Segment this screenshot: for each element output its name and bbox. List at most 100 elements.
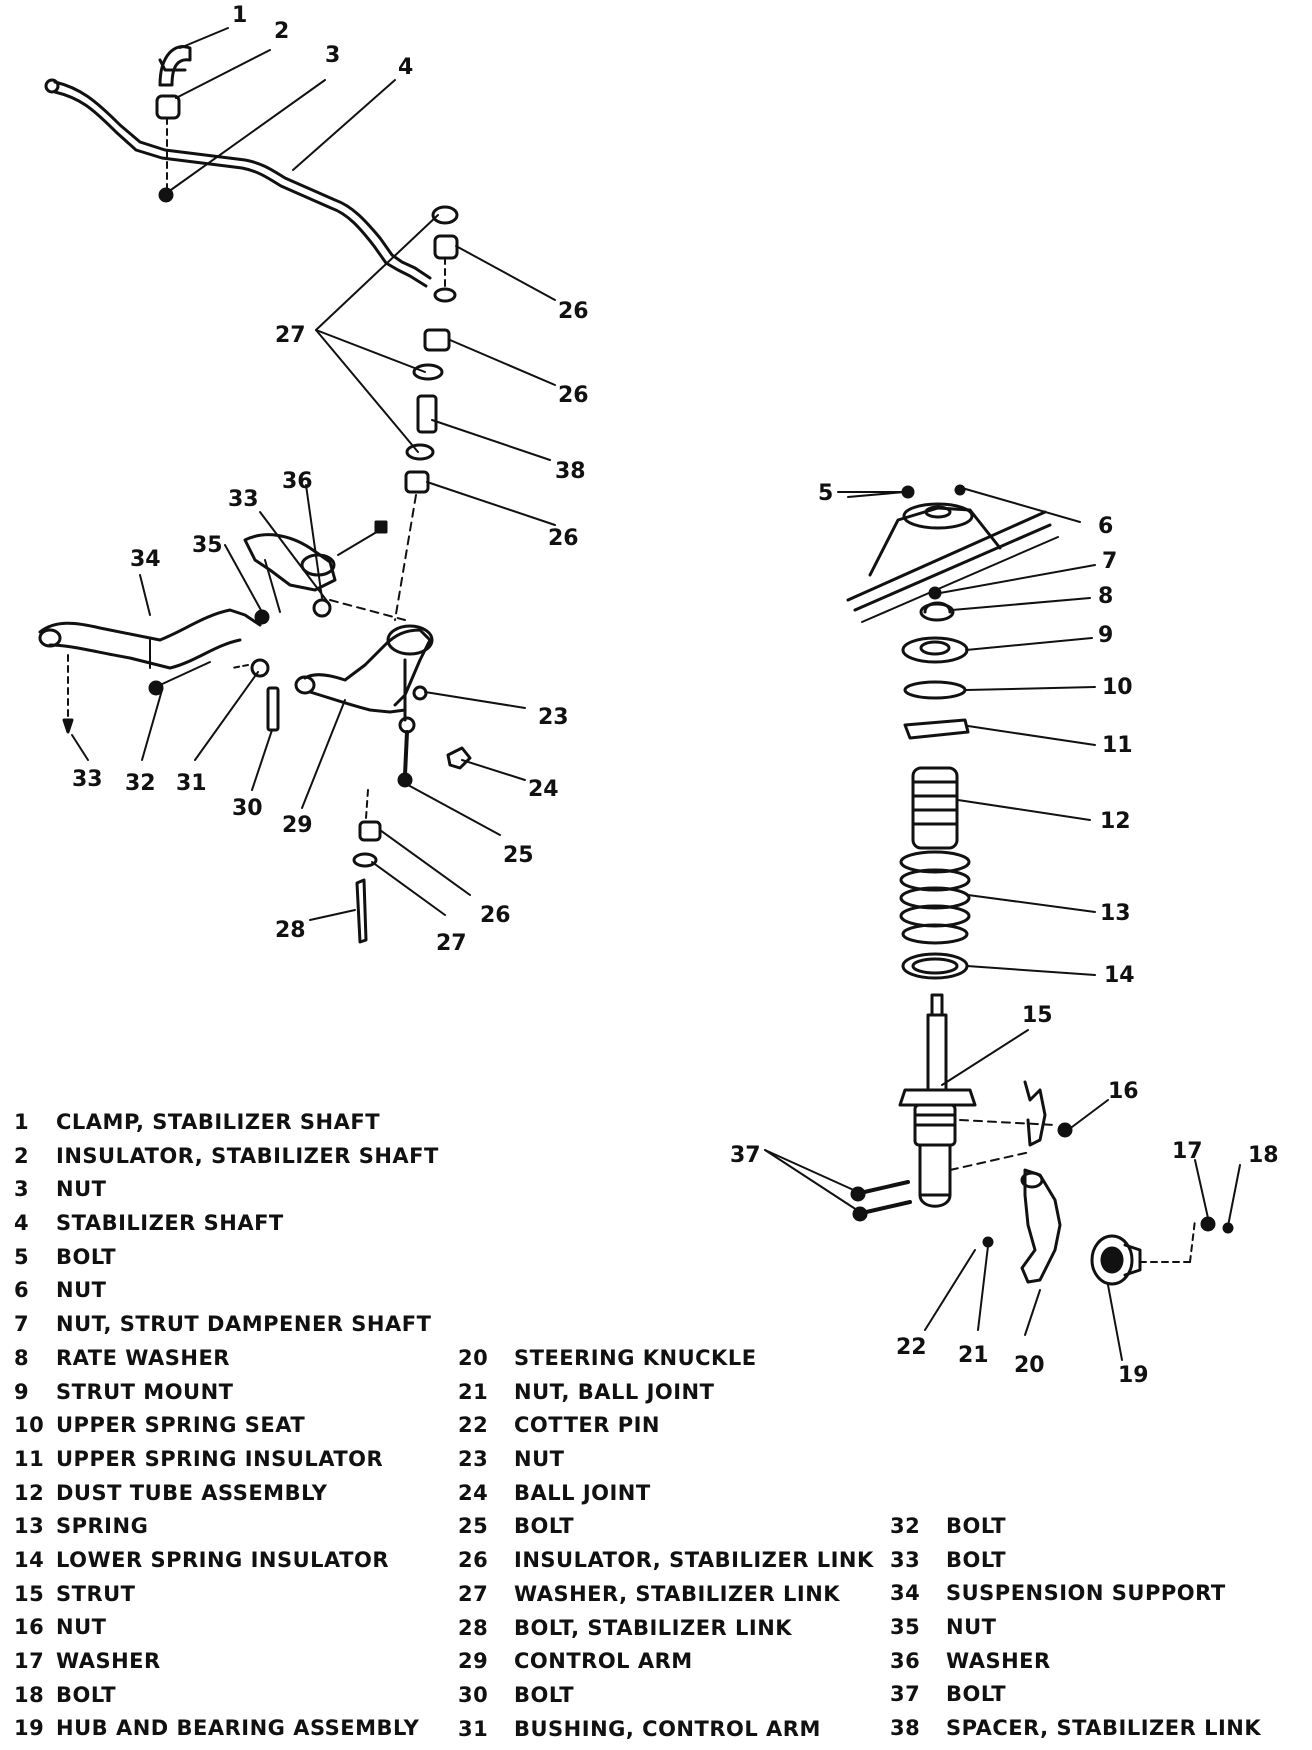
legend-number: 22 (458, 1413, 489, 1438)
legend-number: 29 (458, 1649, 489, 1674)
lower-spring-insulator-14 (901, 952, 969, 980)
callout-13: 13 (1100, 901, 1131, 926)
upper-spring-seat-10 (903, 680, 967, 700)
legend-label: CLAMP, STABILIZER SHAFT (56, 1110, 381, 1134)
legend-item: 31 BUSHING, CONTROL ARM (458, 1717, 874, 1750)
legend-number: 33 (890, 1547, 921, 1572)
ball-joint-24 (446, 746, 472, 770)
cotter-pin-21 (982, 1236, 994, 1248)
steering-knuckle-20 (1020, 1168, 1062, 1284)
legend-label: BOLT (514, 1514, 575, 1539)
legend-number: 37 (890, 1682, 921, 1707)
legend-label: WASHER (56, 1649, 161, 1673)
callout-10: 10 (1102, 675, 1133, 700)
legend-number: 26 (458, 1548, 489, 1573)
legend-number: 3 (14, 1177, 30, 1202)
callout-21: 21 (958, 1343, 989, 1368)
nut-7 (928, 586, 942, 600)
legend-number: 4 (14, 1211, 30, 1236)
legend-number: 32 (890, 1514, 921, 1538)
callout-37: 37 (730, 1143, 761, 1168)
legend-number: 14 (14, 1547, 45, 1572)
legend-label: BUSHING, CONTROL ARM (514, 1716, 821, 1741)
callout-4: 4 (398, 55, 413, 80)
legend-item: 15 STRUT (14, 1582, 439, 1616)
callout-26c: 26 (548, 526, 579, 551)
legend-label: DUST TUBE ASSEMBLY (56, 1480, 328, 1505)
legend-number: 35 (890, 1615, 921, 1640)
legend-number: 8 (14, 1345, 30, 1370)
legend-label: LOWER SPRING INSULATOR (56, 1547, 390, 1572)
callout-numbers: 1 2 3 4 26 27 26 38 26 33 36 34 35 23 24… (72, 3, 1279, 1388)
strut-mount-9 (901, 636, 969, 664)
strut-15 (898, 993, 977, 1208)
legend-number: 38 (890, 1716, 921, 1741)
legend-label: COTTER PIN (514, 1413, 661, 1438)
legend-number: 21 (458, 1379, 489, 1404)
upper-spring-insulator-11 (903, 718, 970, 740)
legend-label: WASHER, STABILIZER LINK (514, 1581, 841, 1606)
callout-26d: 26 (480, 903, 511, 928)
legend-label: BOLT (56, 1244, 117, 1269)
legend-label: BOLT (56, 1682, 117, 1707)
legend-number: 23 (458, 1447, 489, 1472)
legend-label: HUB AND BEARING ASSEMBLY (56, 1716, 420, 1741)
callout-15: 15 (1022, 1003, 1053, 1028)
legend-number: 24 (458, 1480, 489, 1505)
legend-number: 27 (458, 1581, 489, 1606)
legend-number: 31 (458, 1716, 489, 1741)
legend-number: 25 (458, 1514, 489, 1539)
legend-number: 13 (14, 1514, 45, 1539)
legend-label: CONTROL ARM (514, 1649, 693, 1674)
legend-label: NUT (514, 1447, 565, 1472)
legend-item: 1 CLAMP, STABILIZER SHAFT (14, 1110, 439, 1144)
legend-number: 11 (14, 1446, 45, 1471)
bolts-37 (850, 1180, 912, 1222)
legend-label: NUT (56, 1177, 107, 1202)
legend-label: BOLT, STABILIZER LINK (514, 1615, 793, 1640)
legend-number: 18 (14, 1682, 45, 1707)
legend-number: 28 (458, 1615, 489, 1640)
legend-item: 25 BOLT (458, 1514, 874, 1548)
legend-number: 36 (890, 1648, 921, 1673)
callout-17: 17 (1172, 1139, 1203, 1164)
legend-item: 27 WASHER, STABILIZER LINK (458, 1582, 874, 1616)
legend-label: INSULATOR, STABILIZER SHAFT (56, 1143, 439, 1168)
callout-34: 34 (130, 547, 161, 572)
legend-item: 22 COTTER PIN (458, 1413, 874, 1447)
legend-number: 7 (14, 1312, 30, 1337)
legend-item: 14 LOWER SPRING INSULATOR (14, 1548, 439, 1582)
legend-number: 15 (14, 1581, 45, 1606)
legend-item: 18 BOLT (14, 1683, 439, 1717)
spring-13 (899, 850, 971, 945)
legend-number: 19 (14, 1716, 45, 1741)
legend-label: BALL JOINT (514, 1480, 651, 1505)
legend-number: 10 (14, 1413, 45, 1438)
legend-number: 1 (14, 1110, 30, 1134)
legend-label: INSULATOR, STABILIZER LINK (514, 1548, 874, 1573)
callout-27b: 27 (436, 931, 467, 956)
bolt-33-lower (62, 654, 74, 734)
bolt-32 (148, 661, 211, 696)
legend-number: 20 (458, 1346, 489, 1370)
fender-well (846, 502, 1059, 623)
legend-label: UPPER SPRING SEAT (56, 1413, 306, 1438)
bushing-31 (231, 658, 270, 678)
legend-item: 29 CONTROL ARM (458, 1649, 874, 1683)
callout-33b: 33 (72, 767, 103, 792)
support-dashed (329, 599, 406, 621)
callout-3: 3 (325, 43, 340, 68)
legend-number: 12 (14, 1480, 45, 1505)
legend-label: STRUT (56, 1581, 136, 1606)
callout-28: 28 (275, 918, 306, 943)
callout-27a: 27 (275, 323, 306, 348)
